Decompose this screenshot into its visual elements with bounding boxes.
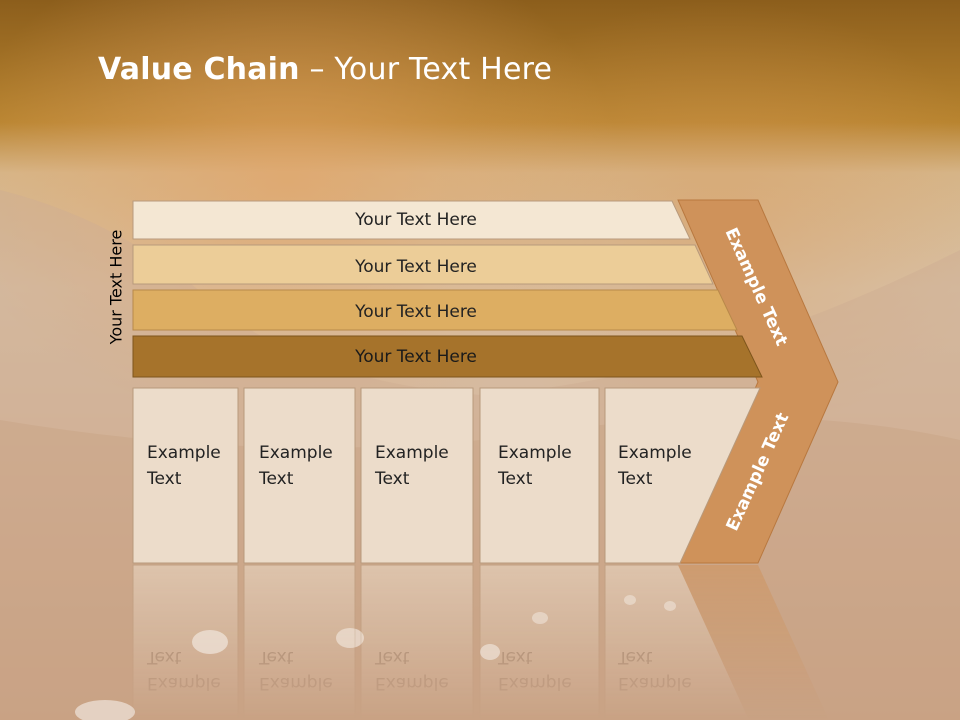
- bar-1-shape: [132, 200, 691, 240]
- box-4: Example Text: [479, 387, 600, 564]
- bar-4: Your Text Here: [132, 335, 763, 378]
- box-5-shape: [604, 387, 761, 564]
- box-3-shape: [360, 387, 474, 564]
- box-3-line2: Text: [374, 469, 410, 489]
- box-5-line2: Text: [617, 469, 653, 489]
- svg-text:Text: Text: [497, 647, 533, 667]
- svg-text:Example: Example: [147, 673, 221, 693]
- svg-text:Example: Example: [618, 673, 692, 693]
- slide-title-bold: Value Chain: [98, 52, 300, 87]
- svg-text:Text: Text: [258, 647, 294, 667]
- bar-2-label: Your Text Here: [354, 257, 477, 277]
- box-2-line1: Example: [259, 443, 333, 463]
- bar-1-label: Your Text Here: [354, 210, 477, 230]
- bar-2: Your Text Here: [132, 244, 714, 285]
- reflection: Text Example Text Example Text Example T…: [132, 564, 829, 720]
- svg-text:Text: Text: [374, 647, 410, 667]
- box-4-line1: Example: [498, 443, 572, 463]
- box-1-shape: [132, 387, 239, 564]
- box-4-shape: [479, 387, 600, 564]
- box-3: Example Text: [360, 387, 474, 564]
- box-1: Example Text: [132, 387, 239, 564]
- svg-text:Text: Text: [146, 647, 182, 667]
- box-1-line1: Example: [147, 443, 221, 463]
- svg-text:Example: Example: [375, 673, 449, 693]
- box-4-line2: Text: [497, 469, 533, 489]
- bar-1: Your Text Here: [132, 200, 691, 240]
- box-5-line1: Example: [618, 443, 692, 463]
- box-2-shape: [243, 387, 356, 564]
- bar-3-label: Your Text Here: [354, 302, 477, 322]
- box-1-line2: Text: [146, 469, 182, 489]
- bar-4-label: Your Text Here: [354, 347, 477, 367]
- bar-3-shape: [132, 289, 738, 331]
- svg-text:Example: Example: [498, 673, 572, 693]
- bar-3: Your Text Here: [132, 289, 738, 331]
- box-3-line1: Example: [375, 443, 449, 463]
- box-5: Example Text: [604, 387, 761, 564]
- bar-2-shape: [132, 244, 714, 285]
- slide-title-rest: – Your Text Here: [299, 52, 553, 87]
- bar-4-shape: [132, 335, 763, 378]
- slide-title: Value Chain – Your Text Here: [98, 52, 552, 87]
- svg-text:Example: Example: [259, 673, 333, 693]
- box-2: Example Text: [243, 387, 356, 564]
- box-2-line2: Text: [258, 469, 294, 489]
- svg-text:Text: Text: [617, 647, 653, 667]
